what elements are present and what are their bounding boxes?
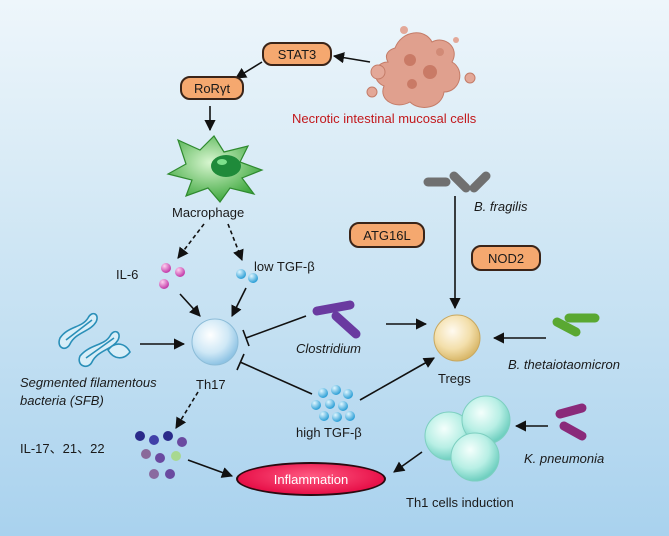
macrophage-label: Macrophage bbox=[172, 205, 245, 220]
th1-cells-icon bbox=[424, 395, 511, 482]
rorgt-label: RoRγt bbox=[193, 80, 231, 96]
inflammation-ellipse: Inflammation bbox=[236, 462, 386, 496]
il6-particles-icon bbox=[159, 263, 185, 289]
interleukin-particles-icon bbox=[135, 431, 187, 479]
arrow-necrotic-to-stat3 bbox=[332, 52, 371, 64]
atg16l-pill: ATG16L bbox=[349, 222, 425, 248]
th17-cell-icon bbox=[191, 318, 239, 366]
sfb-label-line2: bacteria (SFB) bbox=[20, 393, 104, 408]
nod2-label: NOD2 bbox=[487, 250, 525, 266]
sfb-bacteria-icon bbox=[58, 312, 131, 368]
arrow-low-tgfb-to-th17 bbox=[231, 287, 247, 318]
arrow-high-tgfb-to-tregs bbox=[359, 357, 435, 401]
k-pneumonia-label: K. pneumonia bbox=[524, 451, 605, 466]
tregs-label: Tregs bbox=[438, 371, 471, 386]
stat3-pill: STAT3 bbox=[262, 42, 332, 66]
b-fragilis-bacteria-icon bbox=[423, 171, 491, 193]
clostridium-bacteria-icon bbox=[312, 300, 361, 339]
sfb-label-line1: Segmented filamentous bbox=[20, 375, 157, 390]
arrow-il6-to-th17 bbox=[179, 293, 201, 317]
high-tgfb-particles-icon bbox=[311, 385, 355, 422]
interleukin-label: IL-17、21、22 bbox=[20, 441, 105, 456]
arrow-macrophage-to-low-tgfb bbox=[227, 223, 244, 262]
low-tgfb-label: low TGF-β bbox=[254, 259, 315, 274]
pathway-arrows bbox=[140, 52, 548, 478]
nod2-pill: NOD2 bbox=[471, 245, 541, 271]
necrotic-cells-icon bbox=[366, 26, 476, 108]
th17-label: Th17 bbox=[196, 377, 226, 392]
arrow-macrophage-to-il6 bbox=[177, 223, 205, 259]
necrotic-cells-label: Necrotic intestinal mucosal cells bbox=[292, 111, 477, 126]
k-pneumonia-bacteria-icon bbox=[555, 403, 587, 441]
inhibit-clostridium-th17 bbox=[245, 315, 307, 339]
il6-label: IL-6 bbox=[116, 267, 139, 282]
b-theta-label: B. thetaiotaomicron bbox=[508, 357, 621, 372]
rorgt-pill: RoRγt bbox=[180, 76, 244, 100]
clostridium-label: Clostridium bbox=[296, 341, 362, 356]
inhibition-lines bbox=[236, 315, 313, 395]
b-theta-bacteria-icon bbox=[552, 313, 600, 337]
arrow-th17-to-interleukins bbox=[175, 391, 199, 429]
arrow-interleukins-to-inflammation bbox=[187, 459, 234, 478]
high-tgfb-label: high TGF-β bbox=[296, 425, 362, 440]
treg-cell-icon bbox=[433, 314, 481, 362]
inhibit-high-tgfb-th17 bbox=[239, 361, 313, 395]
th1-label: Th1 cells induction bbox=[406, 495, 514, 510]
arrow-th1-to-inflammation bbox=[393, 451, 423, 473]
low-tgfb-particles-icon bbox=[236, 269, 258, 283]
macrophage-icon bbox=[166, 135, 264, 203]
stat3-label: STAT3 bbox=[277, 46, 317, 62]
atg16l-label: ATG16L bbox=[363, 227, 411, 243]
inflammation-label: Inflammation bbox=[273, 471, 349, 487]
b-fragilis-label: B. fragilis bbox=[474, 199, 528, 214]
arrow-stat3-to-rorgt bbox=[235, 61, 263, 79]
